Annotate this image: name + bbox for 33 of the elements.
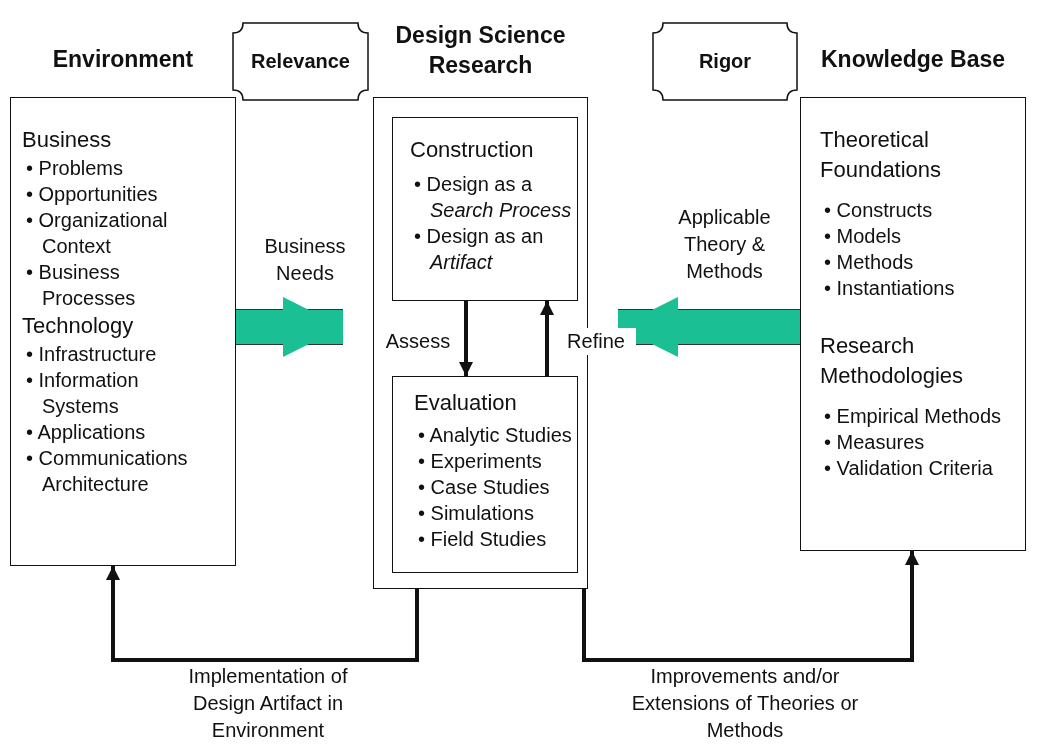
bullet-item: • Measures [824, 430, 926, 455]
section-heading: Evaluation [414, 389, 517, 417]
bullet-item: • Problems [26, 156, 125, 181]
bullet-item: • Methods [824, 250, 915, 275]
bullet-item: • Case Studies [418, 475, 550, 500]
bullet-item: • Field Studies [418, 527, 547, 552]
panel-heading: Environment [52, 45, 194, 74]
bullet-item: • Simulations [418, 501, 535, 526]
panel-heading: Design Science Research [394, 21, 567, 80]
bullet-item: • Organizational Context [26, 208, 169, 259]
bullet-item: • Business Processes [26, 260, 137, 311]
bullet-item: • Validation Criteria [824, 456, 993, 481]
bullet-item: • Analytic Studies [418, 423, 572, 448]
banner-label: Rigor [698, 49, 752, 73]
section-heading: Theoretical Foundations [820, 126, 943, 184]
bullet-item: • Communications Architecture [26, 446, 189, 497]
section-heading: Technology [22, 312, 134, 340]
bullet-item: • Opportunities [26, 182, 159, 207]
bullet-item: • Infrastructure [26, 342, 158, 367]
bullet-item: • Applications [26, 420, 147, 445]
bullet-item: • Constructs [824, 198, 934, 223]
bullet-item: • Information Systems [26, 368, 140, 419]
section-heading: Research Methodologies [820, 332, 965, 390]
bullet-item: • Design as a Search Process [414, 172, 573, 223]
bullet-item: • Instantiations [824, 276, 956, 301]
bullet-item: • Design as an Artifact [414, 224, 545, 275]
section-heading: Business [22, 126, 112, 154]
bullet-item: • Empirical Methods [824, 404, 1002, 429]
bullet-item: • Models [824, 224, 903, 249]
panel-heading: Knowledge Base [820, 45, 1005, 74]
bullet-item: • Experiments [418, 449, 543, 474]
section-heading: Construction [410, 136, 534, 164]
banner-label: Relevance [251, 49, 350, 73]
